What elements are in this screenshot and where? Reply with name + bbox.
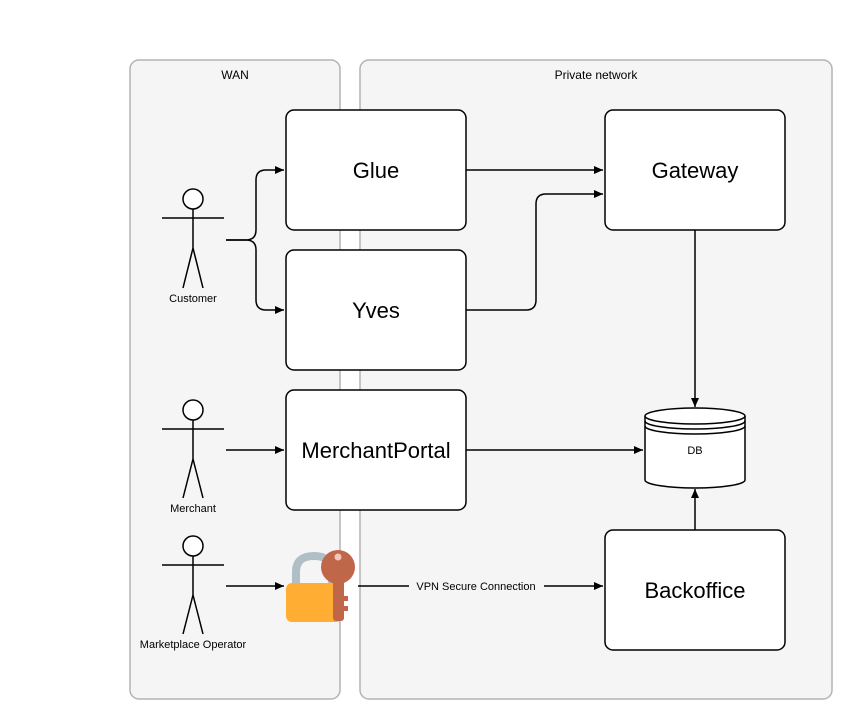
operator-label: Marketplace Operator — [140, 639, 247, 651]
customer-person-icon — [162, 188, 224, 289]
operator-person-icon — [162, 535, 224, 635]
gateway-label: Gateway — [652, 158, 739, 183]
vpn-label-background — [409, 578, 544, 593]
merchant-portal-node: MerchantPortal — [285, 389, 467, 511]
yves-label: Yves — [352, 298, 400, 323]
gateway-node: Gateway — [604, 109, 786, 231]
vpn-label: VPN Secure Connection — [416, 581, 535, 593]
edges: VPN Secure Connection — [226, 166, 699, 593]
glue-node: Glue — [285, 109, 467, 231]
database-label: DB — [687, 445, 702, 457]
customer-actor: Customer — [162, 188, 224, 305]
merchant-actor: Merchant — [162, 399, 224, 515]
database-node: DB — [644, 407, 746, 489]
edge-yves-gateway — [466, 190, 603, 311]
wan-zone-title: WAN — [221, 68, 249, 82]
key-head — [321, 550, 355, 584]
operator-actor: Marketplace Operator — [140, 535, 247, 651]
lock-key-icon — [286, 550, 355, 622]
merchant-person-icon — [162, 399, 224, 499]
backoffice-node: Backoffice — [604, 529, 786, 651]
merchant-portal-label: MerchantPortal — [301, 438, 450, 463]
yves-node: Yves — [285, 249, 467, 371]
private-network-zone-title: Private network — [555, 68, 639, 82]
lock-body — [286, 583, 342, 622]
merchant-label: Merchant — [170, 503, 216, 515]
glue-label: Glue — [353, 158, 399, 183]
backoffice-label: Backoffice — [644, 578, 745, 603]
customer-label: Customer — [169, 293, 217, 305]
edge-customer-glue — [226, 166, 284, 241]
edge-customer-yves — [226, 239, 284, 314]
